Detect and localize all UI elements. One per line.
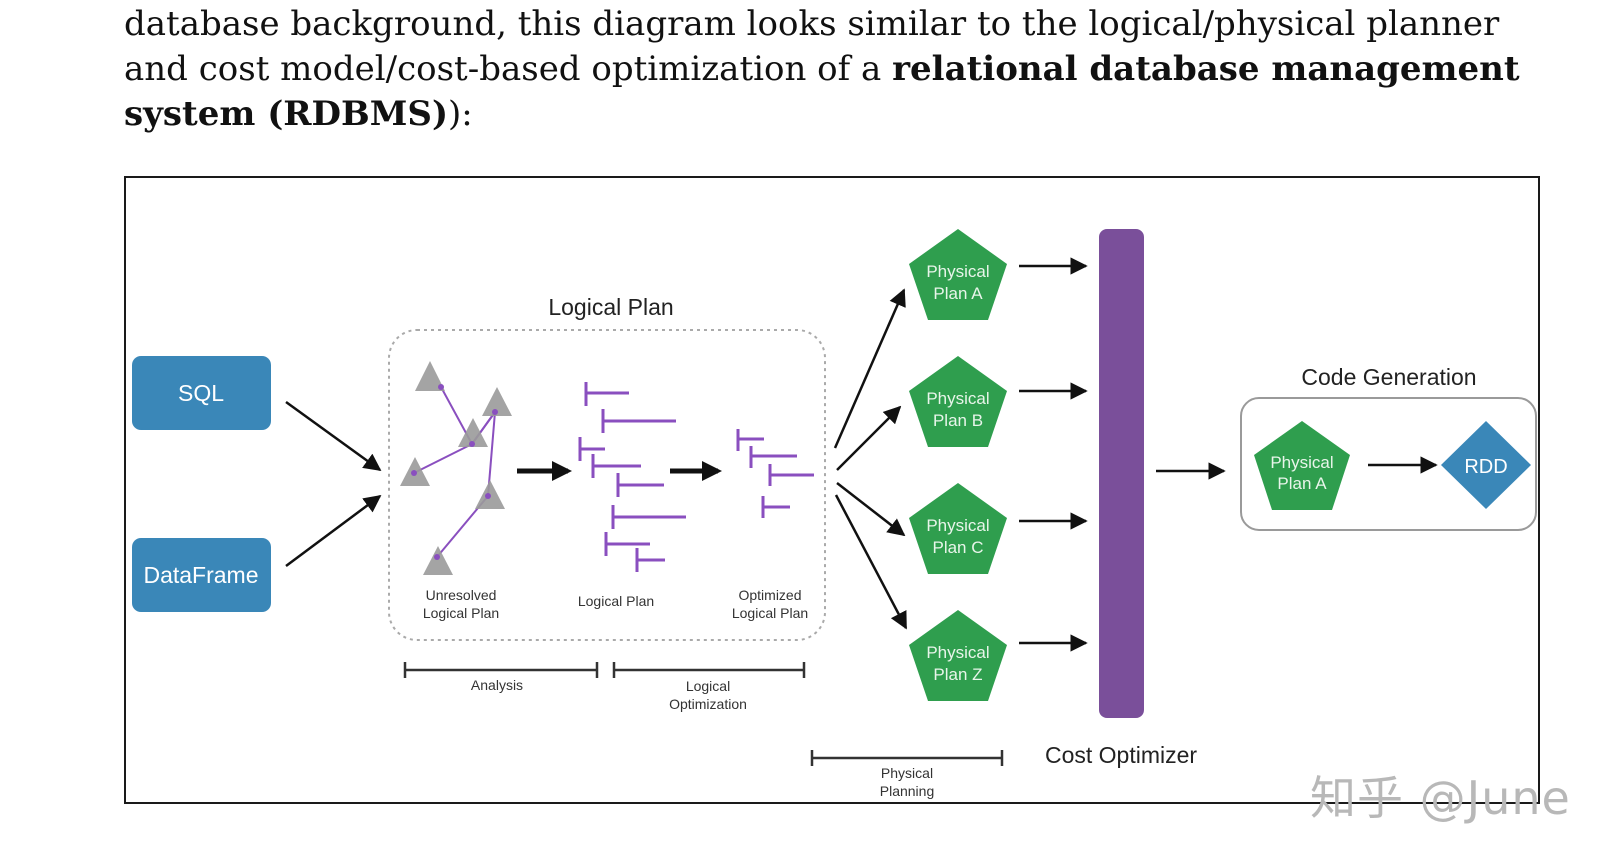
unresolved-label-1: Unresolved	[426, 587, 497, 603]
dataframe-label: DataFrame	[143, 562, 258, 588]
unresolved-tree-icon	[400, 361, 512, 575]
dataframe-arrow	[285, 494, 382, 568]
physical-plan-z: Physical Plan Z	[909, 610, 1007, 701]
analysis-label: Analysis	[471, 677, 523, 693]
physical-plan-a: Physical Plan A	[909, 229, 1007, 320]
intro-paragraph: database background, this diagram looks …	[124, 2, 1524, 137]
optimized-label-1: Optimized	[738, 587, 801, 603]
physical-planning-label-2: Planning	[880, 783, 935, 799]
plan-z-label-2: Plan Z	[933, 665, 982, 684]
arrow-to-plan-a	[833, 288, 906, 449]
codegen-plan-label-1: Physical	[1270, 453, 1333, 472]
arrow-to-plan-c	[836, 482, 906, 537]
cost-optimizer-bar	[1099, 229, 1144, 718]
paragraph-line-1: database background, this diagram looks …	[124, 4, 1500, 44]
plan-a-label-1: Physical	[926, 262, 989, 281]
physical-plan-c: Physical Plan C	[909, 483, 1007, 574]
rdd-label: RDD	[1464, 456, 1507, 478]
paragraph-line-2: and cost model/cost-based optimization o…	[124, 47, 1524, 92]
plan-c-label-1: Physical	[926, 516, 989, 535]
paragraph-line-3-text: ):	[448, 94, 473, 134]
watermark: 知乎 @June	[1310, 771, 1571, 825]
logical-plan-title: Logical Plan	[548, 294, 673, 320]
paragraph-line-2-bold: relational database management	[892, 49, 1520, 89]
arrow-to-plan-b	[836, 405, 902, 471]
sql-arrow	[285, 400, 382, 472]
sql-box: SQL	[132, 356, 271, 430]
sql-label: SQL	[178, 380, 224, 406]
dataframe-box: DataFrame	[132, 538, 271, 612]
paragraph-line-3-bold: system (RDBMS)	[124, 94, 449, 134]
physical-planning-bracket	[810, 750, 1004, 766]
logical-plan-label: Logical Plan	[578, 593, 654, 609]
logical-optimization-label-1: Logical	[686, 678, 730, 694]
rdd-diamond: RDD	[1441, 421, 1531, 509]
cost-optimizer-label: Cost Optimizer	[1045, 742, 1197, 768]
plan-z-label-1: Physical	[926, 643, 989, 662]
logical-optimization-label-2: Optimization	[669, 696, 747, 712]
plan-a-label-2: Plan A	[933, 284, 983, 303]
plan-b-label-2: Plan B	[933, 411, 983, 430]
code-generation-title: Code Generation	[1301, 364, 1476, 390]
unresolved-label-2: Logical Plan	[423, 605, 499, 621]
plan-c-label-2: Plan C	[932, 538, 983, 557]
logical-plan-container	[388, 329, 826, 641]
optimized-plan-bars-icon	[736, 429, 814, 518]
plan-b-label-1: Physical	[926, 389, 989, 408]
arrow-to-plan-z	[834, 494, 908, 630]
logical-optimization-bracket	[612, 662, 806, 678]
analysis-bracket	[403, 662, 599, 678]
paragraph-line-2-text: and cost model/cost-based optimization o…	[124, 49, 893, 89]
logical-plan-bars-icon	[578, 382, 686, 572]
codegen-plan-label-2: Plan A	[1277, 474, 1327, 493]
paragraph-line-3: system (RDBMS)):	[124, 92, 1524, 137]
physical-planning-label-1: Physical	[881, 765, 933, 781]
codegen-physical-plan-a: Physical Plan A	[1254, 421, 1350, 510]
optimized-label-2: Logical Plan	[732, 605, 808, 621]
physical-plan-b: Physical Plan B	[909, 356, 1007, 447]
